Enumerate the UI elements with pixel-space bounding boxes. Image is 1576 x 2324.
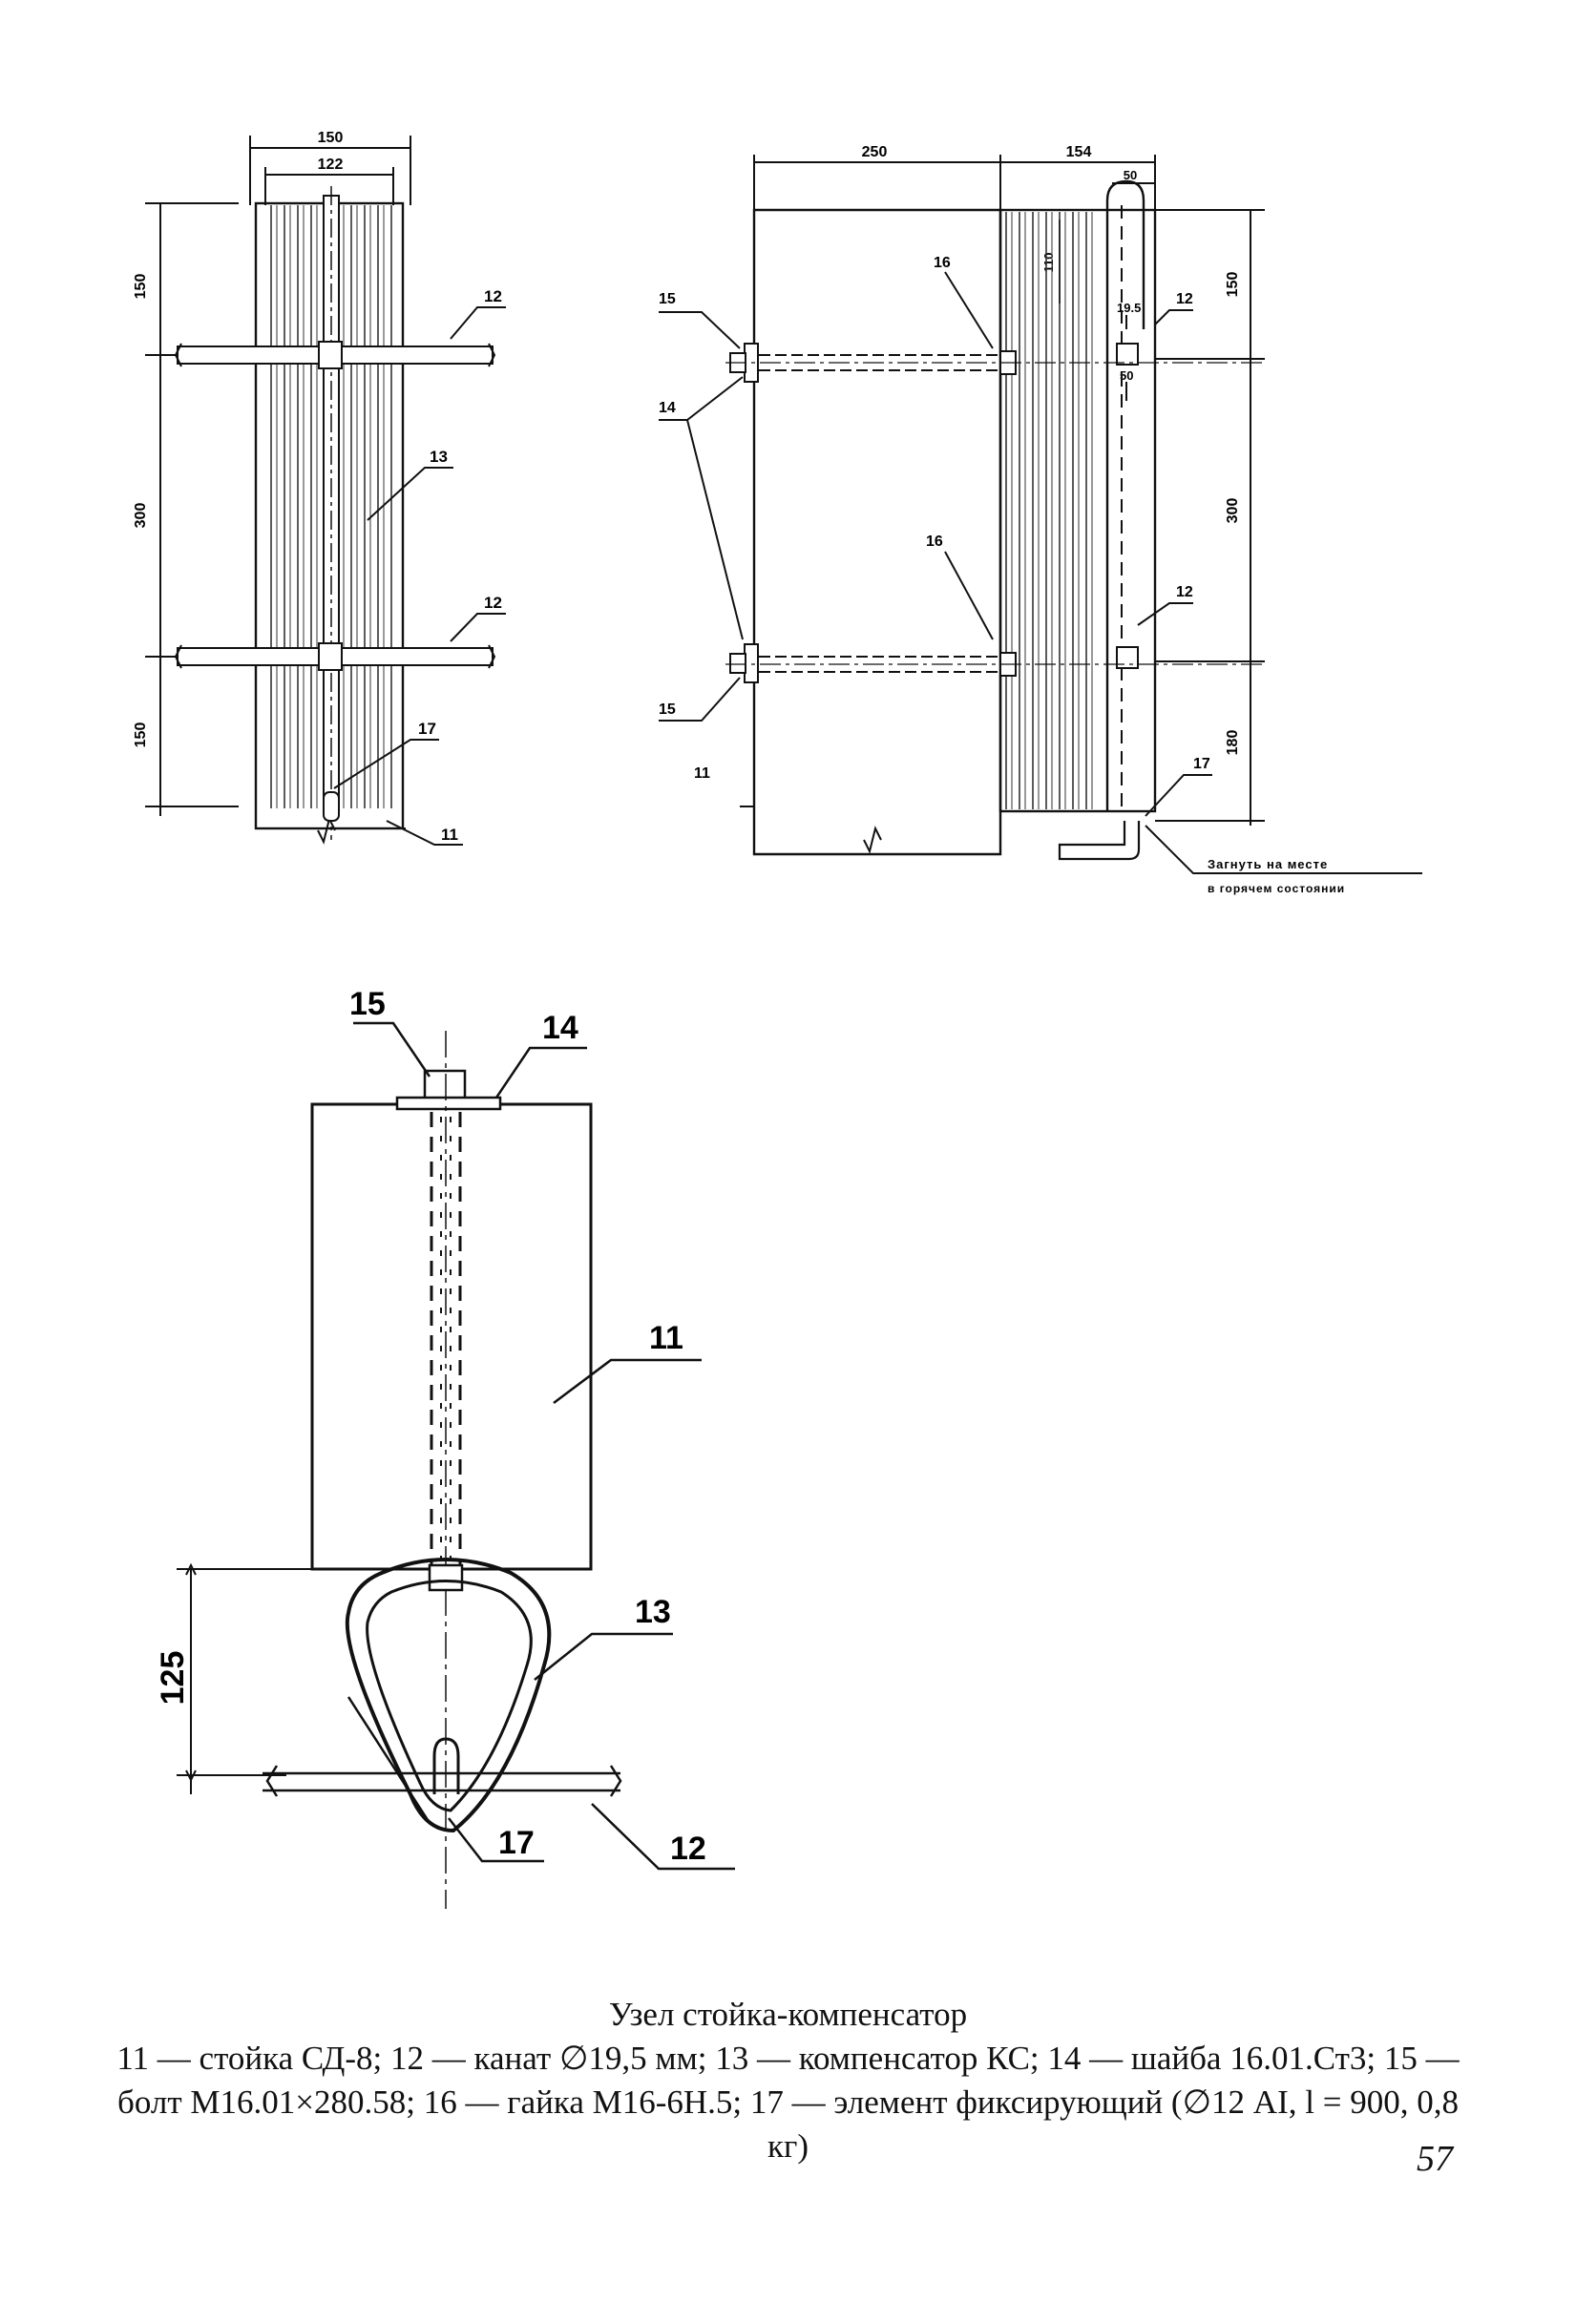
legend-separator: — xyxy=(424,2040,474,2077)
legend-separator: — xyxy=(1417,2040,1460,2077)
legend-item-number: 13 xyxy=(715,2040,749,2077)
callout-side-nut-lower: 16 xyxy=(926,534,943,550)
dim-front-middle: 300 xyxy=(133,503,149,529)
legend-item-number: 11 xyxy=(116,2040,150,2077)
callout-section-compensator: 13 xyxy=(635,1594,671,1630)
legend-separator: — xyxy=(456,2083,508,2121)
dim-side-post-width: 250 xyxy=(862,144,888,160)
legend-item: 15 — болт М16.01×280.58 xyxy=(117,2040,1460,2121)
legend-separator: — xyxy=(748,2040,799,2077)
dim-side-offset: 50 xyxy=(1124,168,1137,182)
callout-section-washer: 14 xyxy=(542,1010,578,1046)
callout-side-bolt-upper: 15 xyxy=(659,291,676,307)
callout-side-washer: 14 xyxy=(659,400,676,416)
dim-front-top: 150 xyxy=(133,274,149,300)
dim-side-bottom: 180 xyxy=(1225,730,1241,756)
side-view: 250 154 50 110 19.5 50 150 300 180 xyxy=(659,144,1422,895)
legend-item-number: 17 xyxy=(749,2083,784,2121)
callout-side-nut-upper: 16 xyxy=(934,255,951,271)
legend-item-number: 14 xyxy=(1047,2040,1082,2077)
legend-item: 17 — элемент фиксирующий (∅12 AI, l = 90… xyxy=(750,2083,1459,2165)
legend-item-number: 16 xyxy=(423,2083,457,2121)
legend-separator: — xyxy=(1081,2040,1131,2077)
legend-item: 12 — канат ∅19,5 мм xyxy=(390,2040,698,2077)
legend-item-text: шайба 16.01.Ст3 xyxy=(1130,2040,1367,2077)
callout-front-rope-upper: 12 xyxy=(484,287,502,305)
legend-item-text: болт М16.01×280.58 xyxy=(117,2083,407,2121)
dim-side-small: 50 xyxy=(1120,368,1133,383)
legend-item: 16 — гайка М16-6Н.5 xyxy=(424,2083,733,2121)
callout-section-bolt: 15 xyxy=(349,986,386,1022)
callout-section-rope: 12 xyxy=(670,1831,706,1867)
legend-item: 13 — компенсатор КС xyxy=(715,2040,1030,2077)
legend-item-number: 12 xyxy=(390,2040,425,2077)
side-note-line1: Загнуть на месте xyxy=(1208,857,1328,871)
callout-front-rope-lower: 12 xyxy=(484,594,502,612)
callout-section-fixing-element: 17 xyxy=(498,1825,535,1861)
page-number: 57 xyxy=(1417,2139,1453,2179)
dim-front-outer-width: 150 xyxy=(318,130,344,146)
legend-item: 11 — стойка СД-8 xyxy=(116,2040,372,2077)
legend-item-text: компенсатор КС xyxy=(798,2040,1030,2077)
legend-separator: — xyxy=(149,2040,200,2077)
dim-side-compensator-width: 154 xyxy=(1066,144,1092,160)
dim-front-inner-width: 122 xyxy=(318,157,344,173)
legend-item-text: канат ∅19,5 мм xyxy=(473,2040,698,2077)
front-view: 150 122 150 300 150 12 13 12 xyxy=(133,130,506,846)
dim-side-rope-dia: 19.5 xyxy=(1117,301,1141,315)
callout-side-fixing-element: 17 xyxy=(1193,756,1210,772)
legend-item-number: 15 xyxy=(1383,2040,1418,2077)
callout-side-rope-lower: 12 xyxy=(1176,584,1193,600)
callout-side-bolt-lower: 15 xyxy=(659,701,676,718)
dim-side-middle: 300 xyxy=(1225,498,1241,524)
legend-item-text: стойка СД-8 xyxy=(199,2040,373,2077)
technical-drawing: 150 122 150 300 150 12 13 12 xyxy=(133,130,1422,1909)
caption-legend: 11 — стойка СД-8; 12 — канат ∅19,5 мм; 1… xyxy=(116,2040,1460,2165)
callout-front-compensator: 13 xyxy=(430,448,448,466)
dim-side-top: 150 xyxy=(1225,272,1241,298)
callout-front-post: 11 xyxy=(441,826,458,844)
section-view: 125 15 14 11 13 17 12 xyxy=(155,986,735,1909)
legend-separator: — xyxy=(783,2083,834,2121)
caption-title: Узел стойка-компенсатор xyxy=(608,1996,968,2033)
legend-item-text: элемент фиксирующий (∅12 AI, l = 900, 0,… xyxy=(767,2083,1459,2165)
dim-section-height: 125 xyxy=(155,1651,191,1706)
callout-side-rope-upper: 12 xyxy=(1176,291,1193,307)
callout-side-post: 11 xyxy=(694,765,710,782)
legend-item-text: гайка М16-6Н.5 xyxy=(507,2083,733,2121)
dim-front-bottom: 150 xyxy=(133,722,149,748)
legend-item: 14 — шайба 16.01.Ст3 xyxy=(1047,2040,1366,2077)
side-note-line2: в горячем состоянии xyxy=(1208,882,1345,895)
callout-front-fixing-element: 17 xyxy=(418,720,436,738)
callout-section-post: 11 xyxy=(649,1320,683,1356)
